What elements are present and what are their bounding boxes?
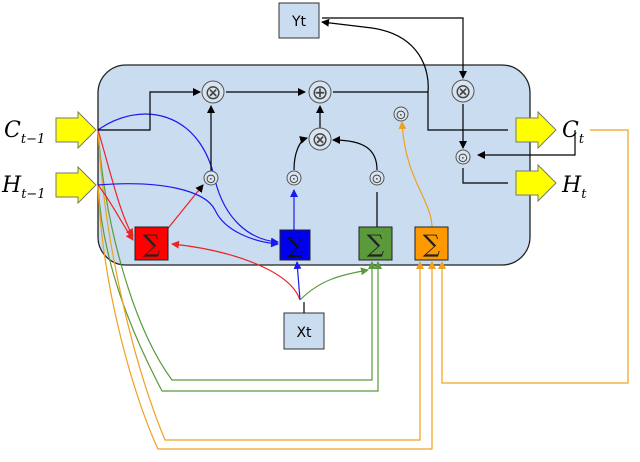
h-prev-label: Ht−1 bbox=[1, 173, 46, 202]
state-add-node: ⊕ bbox=[308, 80, 332, 104]
output-activation-node: ⊙ bbox=[393, 106, 409, 123]
candidate-gate-box: ∑ bbox=[358, 226, 393, 261]
forget-multiply-node: ⊗ bbox=[201, 80, 225, 104]
svg-text:Ht−1: Ht−1 bbox=[1, 173, 46, 202]
candidate-activation-node: ⊙ bbox=[369, 170, 385, 187]
multiply-icon: ⊗ bbox=[312, 127, 329, 151]
xt-label: Xt bbox=[296, 325, 312, 341]
activation-icon: ⊙ bbox=[289, 172, 300, 187]
forget-gate-box: ∑ bbox=[134, 226, 169, 261]
c-prev-label: Ct−1 bbox=[4, 118, 45, 147]
lstm-cell-body bbox=[97, 64, 531, 266]
xt-input-box: Xt bbox=[283, 312, 325, 350]
yt-output-box: Yt bbox=[278, 2, 320, 39]
add-icon: ⊕ bbox=[312, 80, 329, 104]
sum-icon: ∑ bbox=[287, 234, 303, 259]
activation-icon: ⊙ bbox=[372, 172, 383, 187]
h-prev-arrow bbox=[55, 165, 97, 205]
sum-icon: ∑ bbox=[367, 230, 384, 258]
forget-gate-lines bbox=[97, 129, 301, 301]
input-gate-box: ∑ bbox=[279, 229, 311, 261]
svg-text:Ht: Ht bbox=[561, 173, 587, 202]
c-prev-arrow bbox=[55, 110, 97, 150]
activation-icon: ⊙ bbox=[458, 151, 469, 166]
forget-activation-node: ⊙ bbox=[203, 170, 219, 187]
multiply-icon: ⊗ bbox=[455, 79, 472, 103]
output-gate-lines bbox=[398, 121, 433, 229]
sum-icon: ∑ bbox=[143, 230, 160, 258]
svg-text:Ct: Ct bbox=[562, 118, 585, 147]
output-multiply-node: ⊗ bbox=[451, 79, 475, 103]
activation-icon: ⊙ bbox=[396, 108, 407, 123]
input-multiply-node: ⊗ bbox=[308, 127, 332, 151]
h-out-arrow bbox=[515, 163, 557, 203]
multiply-icon: ⊗ bbox=[205, 80, 222, 104]
svg-text:Ct−1: Ct−1 bbox=[4, 118, 45, 147]
output-feedback-lines bbox=[97, 129, 629, 450]
h-out-label: Ht bbox=[561, 173, 587, 202]
c-out-label: Ct bbox=[562, 118, 585, 147]
hidden-activation-node: ⊙ bbox=[455, 149, 471, 166]
input-activation-node: ⊙ bbox=[286, 170, 302, 187]
state-flow-lines bbox=[98, 17, 576, 228]
output-gate-box: ∑ bbox=[414, 226, 449, 261]
activation-icon: ⊙ bbox=[206, 172, 217, 187]
yt-label: Yt bbox=[291, 14, 307, 30]
sum-icon: ∑ bbox=[423, 230, 440, 258]
c-out-arrow bbox=[515, 110, 557, 150]
candidate-gate-lines bbox=[299, 267, 369, 301]
